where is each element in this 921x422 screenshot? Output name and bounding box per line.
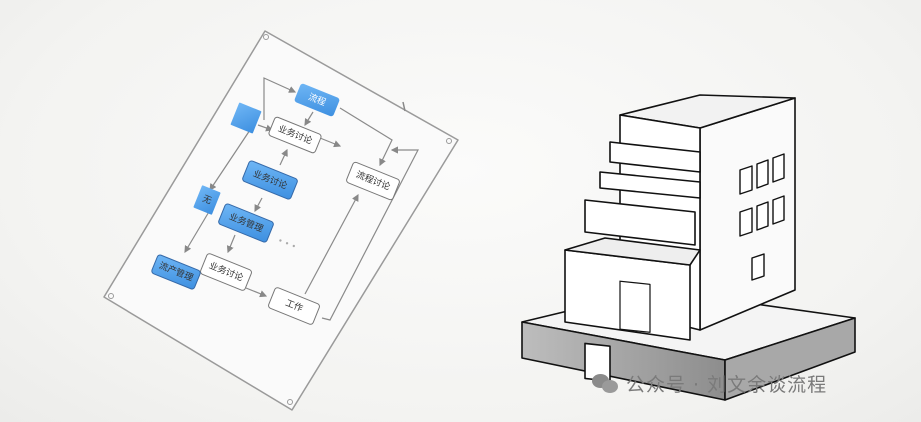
building-illustration — [521, 94, 856, 401]
flowchart-card: 流程 业务讨论 流程讨论 业务讨论 无 业务管理 • • • 业务讨论 流产管理… — [103, 30, 459, 411]
node-square[interactable] — [230, 102, 262, 134]
wechat-icon — [592, 373, 620, 394]
connectors — [184, 77, 419, 321]
watermark-text: 公众号 · 刘文余谈流程 — [626, 374, 828, 396]
node-flow[interactable]: 流程 — [294, 83, 340, 117]
node-label: 无 — [201, 193, 213, 207]
node-work[interactable]: 工作 — [268, 287, 321, 325]
node-none[interactable]: 无 — [193, 185, 221, 215]
watermark: 公众号 · 刘文余谈流程 — [592, 370, 827, 397]
